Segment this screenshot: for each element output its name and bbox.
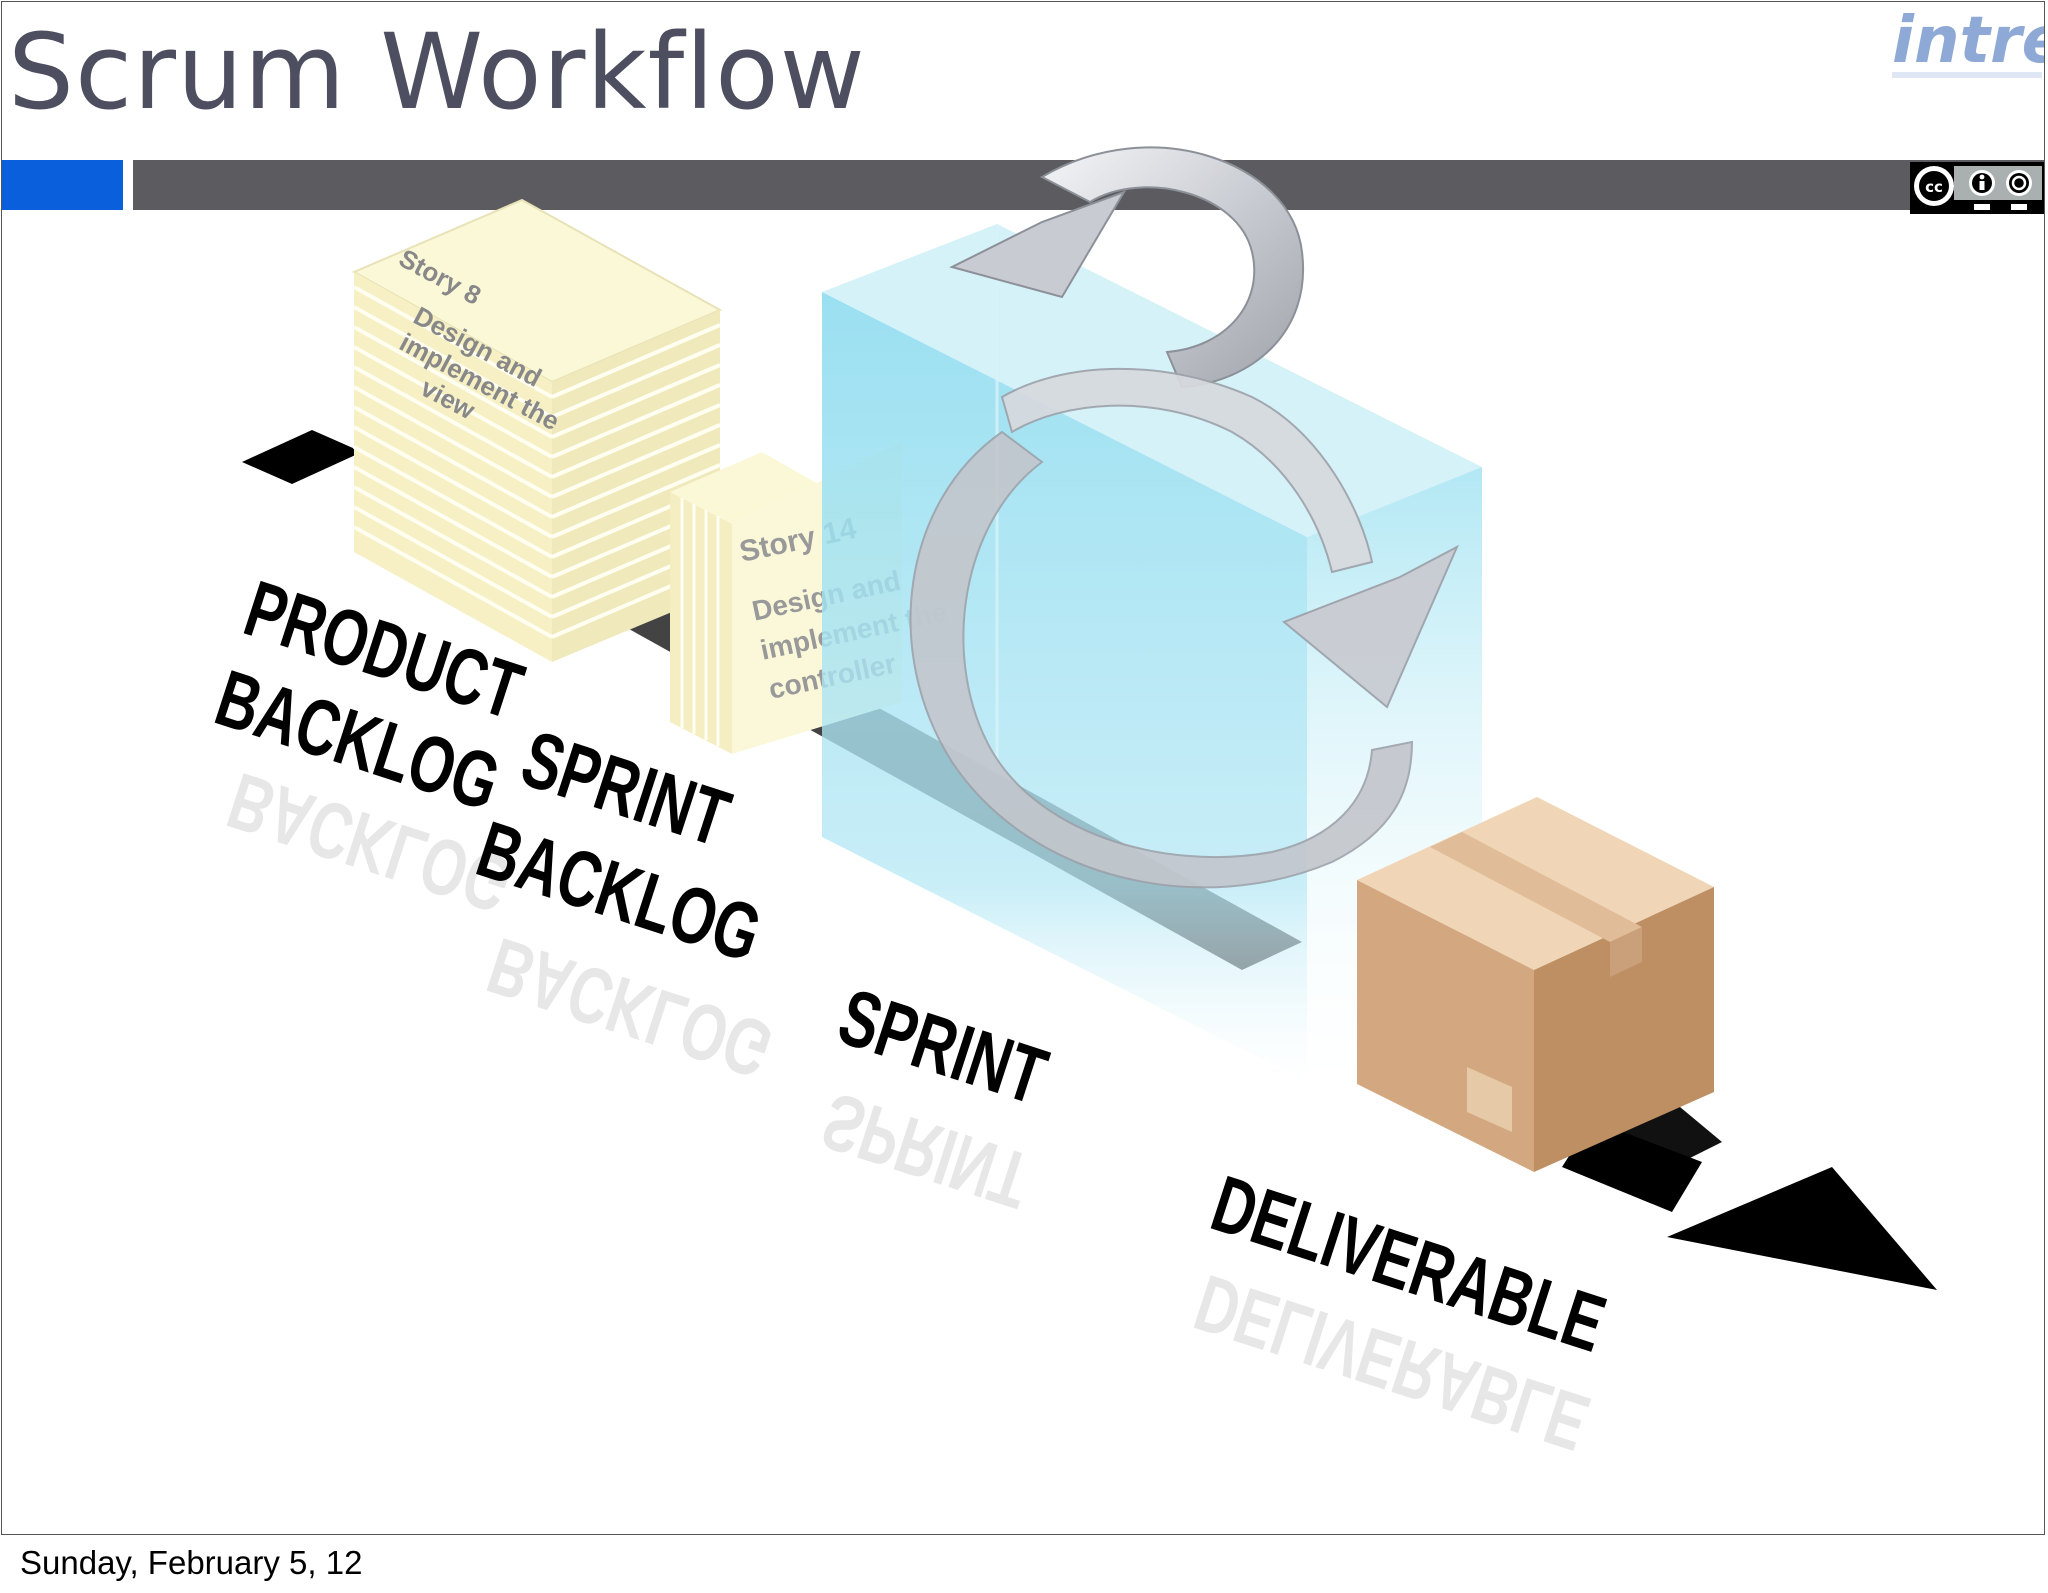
- node-sprint-backlog: SPRINT BACKLOG BACKLOG: [467, 713, 782, 1095]
- node-sprint: SPRINT SPRINT: [812, 971, 1058, 1226]
- accent-bar: [2, 160, 123, 210]
- product-backlog-stack: Story 8 Design and implement the view: [351, 198, 723, 662]
- cc-license-icon: cc: [1910, 162, 2044, 214]
- deliverable-box-icon: [1357, 797, 1714, 1172]
- footer-date: Sunday, February 5, 12: [20, 1544, 363, 1581]
- cycle-arrow-icon: [909, 146, 1460, 889]
- node-deliverable: DELIVERABLE DELIVERABLE: [1185, 1158, 1616, 1468]
- intre-logo: intre: [1892, 4, 2045, 78]
- logo-text: intre: [1892, 4, 2045, 78]
- page-title: Scrum Workflow: [8, 11, 866, 133]
- slide: Scrum Workflow intre cc: [1, 1, 2045, 1535]
- svg-text:cc: cc: [1925, 178, 1943, 196]
- scrum-diagram: Story 8 Design and implement the view St…: [206, 146, 1937, 1468]
